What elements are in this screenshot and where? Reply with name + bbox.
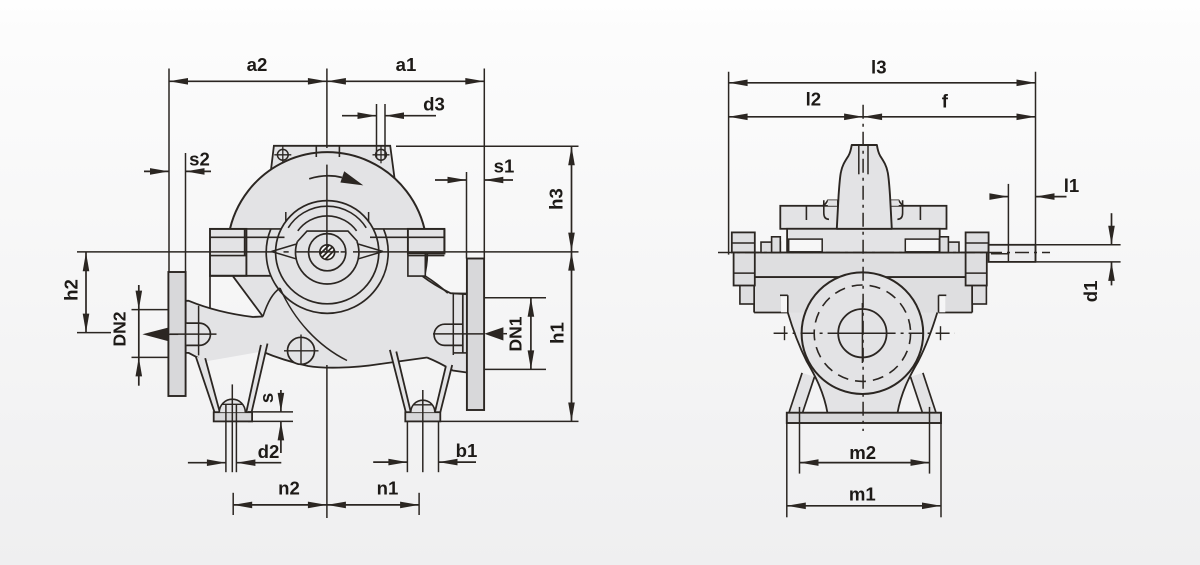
svg-text:DN2: DN2 bbox=[110, 311, 130, 346]
svg-text:s: s bbox=[256, 393, 277, 403]
svg-text:l3: l3 bbox=[871, 57, 887, 78]
svg-text:s2: s2 bbox=[189, 149, 210, 170]
svg-text:s1: s1 bbox=[494, 156, 515, 177]
svg-text:a2: a2 bbox=[247, 54, 268, 75]
svg-text:n1: n1 bbox=[377, 478, 399, 499]
svg-text:l1: l1 bbox=[1064, 175, 1080, 196]
svg-text:a1: a1 bbox=[396, 54, 417, 75]
svg-text:d1: d1 bbox=[1080, 281, 1101, 303]
svg-text:m2: m2 bbox=[849, 442, 876, 463]
svg-text:n2: n2 bbox=[278, 478, 300, 499]
svg-text:m1: m1 bbox=[849, 483, 876, 504]
svg-text:f: f bbox=[942, 91, 949, 112]
svg-text:h3: h3 bbox=[546, 188, 567, 210]
svg-text:d2: d2 bbox=[258, 441, 280, 462]
svg-text:d3: d3 bbox=[423, 94, 445, 115]
svg-text:DN1: DN1 bbox=[506, 316, 526, 351]
svg-text:h2: h2 bbox=[61, 279, 82, 301]
svg-text:b1: b1 bbox=[456, 440, 478, 461]
svg-text:l2: l2 bbox=[806, 89, 822, 110]
svg-text:h1: h1 bbox=[547, 322, 568, 344]
